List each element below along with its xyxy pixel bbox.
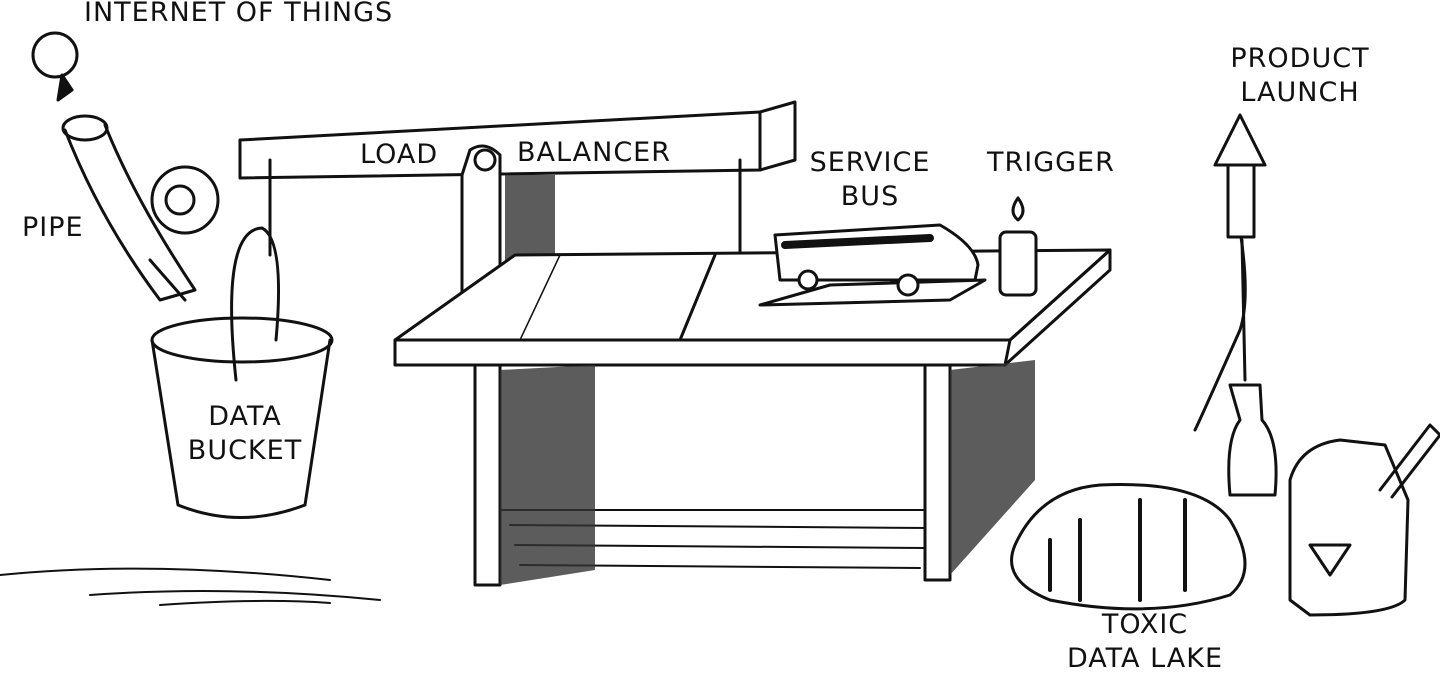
label-data-bucket-line1: DATA xyxy=(208,401,282,432)
data-bucket xyxy=(150,226,334,519)
label-toxic-data-lake-line1: TOXIC xyxy=(1101,609,1189,640)
label-load: LOAD xyxy=(360,139,439,170)
internet-of-things-device xyxy=(31,31,79,102)
label-internet-of-things: INTERNET OF THINGS xyxy=(84,0,394,28)
label-data-bucket-line2: BUCKET xyxy=(187,435,303,466)
label-service-bus-line1: SERVICE xyxy=(809,147,931,178)
label-trigger: TRIGGER xyxy=(987,147,1115,178)
ground-lines xyxy=(0,509,941,606)
label-product-launch: PRODUCT LAUNCH xyxy=(1220,42,1380,110)
toxic-canister xyxy=(1288,423,1440,617)
label-toxic-data-lake: TOXIC DATA LAKE xyxy=(1060,608,1230,676)
label-toxic-data-lake-line2: DATA LAKE xyxy=(1066,643,1224,674)
toxic-data-lake xyxy=(1010,482,1247,611)
service-bus xyxy=(758,223,987,307)
label-service-bus: SERVICE BUS xyxy=(805,146,935,214)
trigger-candle xyxy=(998,196,1038,297)
product-launch-rocket xyxy=(1193,113,1278,497)
label-data-bucket: DATA BUCKET xyxy=(180,400,310,468)
label-balancer: BALANCER xyxy=(517,137,671,168)
label-service-bus-line2: BUS xyxy=(840,181,900,212)
label-pipe: PIPE xyxy=(22,212,84,243)
pipe xyxy=(61,114,220,302)
label-product-launch-line1: PRODUCT xyxy=(1230,43,1370,74)
label-product-launch-line2: LAUNCH xyxy=(1240,77,1360,108)
table xyxy=(393,248,1112,587)
